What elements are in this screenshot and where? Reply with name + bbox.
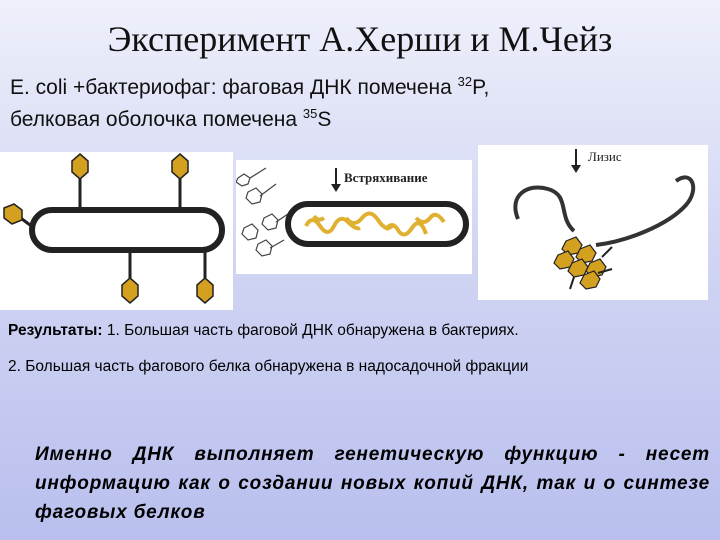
isotope-symbol-p: P, bbox=[472, 76, 490, 99]
shaking-illustration: Встряхивание bbox=[236, 167, 469, 257]
intro-text: E. coli +бактериофаг: фаговая ДНК помече… bbox=[10, 72, 710, 136]
detached-phages bbox=[236, 167, 289, 257]
phage-dna bbox=[304, 216, 361, 234]
phage-dna bbox=[384, 221, 428, 237]
lysed-cell-wall bbox=[513, 185, 576, 233]
result-item-1: Результаты: 1. Большая часть фаговой ДНК… bbox=[8, 320, 608, 341]
lysis-illustration: Лизис bbox=[513, 149, 696, 290]
phage-icon bbox=[121, 252, 139, 304]
conclusion-text: Именно ДНК выполняет генетическую функци… bbox=[35, 444, 710, 523]
shaking-panel: Встряхивание bbox=[236, 160, 472, 274]
isotope-symbol-s: S bbox=[317, 108, 332, 131]
intro-line-2-text: белковая оболочка помечена bbox=[10, 108, 303, 131]
results-section: Результаты: 1. Большая часть фаговой ДНК… bbox=[8, 320, 608, 377]
infection-panel bbox=[0, 152, 233, 310]
intro-line-1: E. coli +бактериофаг: фаговая ДНК помече… bbox=[10, 72, 710, 104]
shaking-label: Встряхивание bbox=[344, 170, 428, 185]
results-label: Результаты: bbox=[8, 322, 103, 339]
isotope-mass-p: 32 bbox=[457, 74, 473, 89]
slide-title: Эксперимент А.Херши и М.Чейз bbox=[107, 19, 613, 59]
infection-illustration bbox=[3, 153, 225, 304]
lysis-label: Лизис bbox=[588, 149, 622, 164]
intro-line-2: белковая оболочка помечена 35S bbox=[10, 104, 710, 136]
phage-icon bbox=[71, 153, 89, 208]
released-phages bbox=[553, 236, 607, 290]
isotope-mass-s: 35 bbox=[302, 106, 318, 121]
phage-dna bbox=[414, 212, 446, 224]
lysis-panel: Лизис bbox=[478, 145, 708, 300]
phage-icon bbox=[3, 203, 35, 230]
phage-icon bbox=[171, 153, 189, 208]
phage-dna bbox=[312, 214, 326, 222]
result-item-2: 2. Большая часть фагового белка обнаруже… bbox=[8, 358, 529, 375]
intro-line-1-text: E. coli +бактериофаг: фаговая ДНК помече… bbox=[10, 76, 458, 99]
result-item-1-text: 1. Большая часть фаговой ДНК обнаружена … bbox=[102, 322, 519, 339]
phage-icon bbox=[196, 252, 214, 304]
